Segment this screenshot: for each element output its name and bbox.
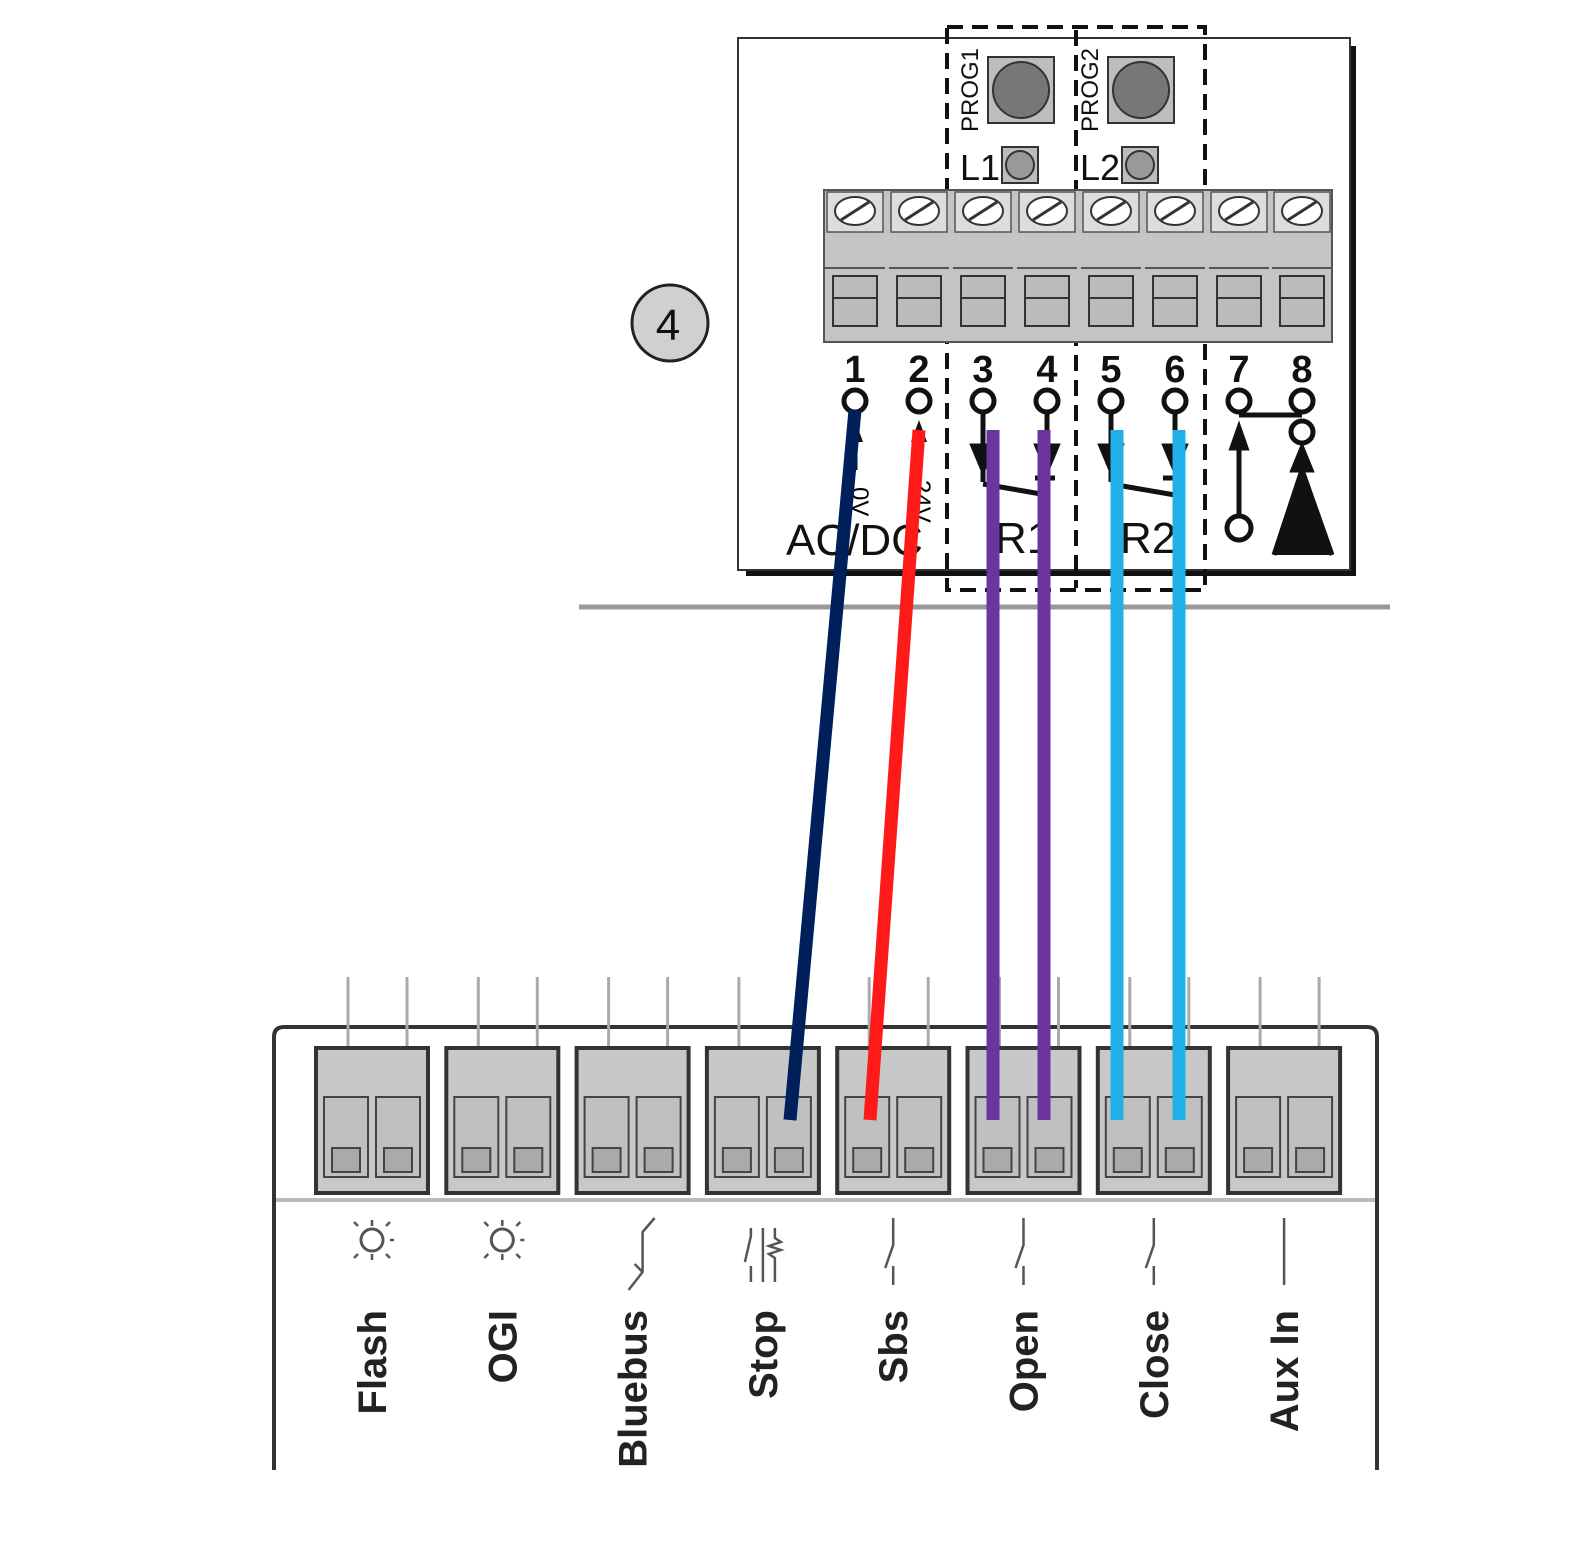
step-badge: 4 — [630, 283, 710, 363]
terminal-point — [841, 387, 869, 415]
lamp-icon — [353, 1220, 394, 1260]
prog2-button[interactable] — [1107, 56, 1175, 124]
input-label: Aux In — [1263, 1310, 1307, 1432]
svg-text:4: 4 — [656, 301, 680, 350]
input-label: Open — [1003, 1310, 1047, 1412]
terminal-6[interactable] — [1145, 191, 1205, 327]
switch-icon — [884, 1218, 895, 1285]
terminal-point — [1033, 387, 1061, 415]
terminal-point — [1161, 387, 1189, 415]
input-aux-in[interactable]: Aux In — [1226, 977, 1343, 1432]
terminal-number: 5 — [1100, 349, 1121, 391]
switch-icon — [1014, 1218, 1025, 1285]
input-open[interactable]: Open — [965, 977, 1082, 1412]
terminal-7[interactable] — [1209, 191, 1269, 327]
input-label: Close — [1133, 1310, 1177, 1419]
terminal-point — [1225, 387, 1253, 415]
input-close[interactable]: Close — [1095, 977, 1212, 1419]
input-ogi[interactable]: OGI — [444, 977, 561, 1383]
input-label: Bluebus — [612, 1310, 656, 1468]
terminal-point — [1288, 387, 1316, 415]
terminal-4[interactable] — [1017, 191, 1077, 327]
input-bluebus[interactable]: Bluebus — [574, 977, 691, 1468]
terminal-number: 1 — [844, 349, 865, 391]
supply-group-label: AC/DC — [786, 516, 923, 565]
bus-icon — [627, 1217, 656, 1291]
terminal-number: 2 — [908, 349, 929, 391]
wire-2-to-sbs — [863, 429, 926, 1121]
led-label: L2 — [1080, 147, 1120, 188]
terminal-point — [969, 387, 997, 415]
terminal-point — [1097, 387, 1125, 415]
wire-1-to-stop — [783, 409, 862, 1121]
led-label: L1 — [960, 147, 1000, 188]
input-label: Sbs — [872, 1310, 916, 1383]
terminal-1[interactable] — [825, 191, 885, 327]
terminal-5[interactable] — [1081, 191, 1141, 327]
control-unit: Flash OGI Bluebus Stop Sbs Open Close Aux In — [272, 977, 1379, 1470]
terminal-number: 7 — [1228, 349, 1249, 391]
terminal-point — [905, 387, 933, 415]
lamp-icon — [483, 1220, 525, 1260]
terminal-8[interactable] — [1272, 191, 1332, 327]
terminal-number: 6 — [1164, 349, 1185, 391]
prog1-button[interactable] — [987, 56, 1055, 124]
terminal-number: 3 — [972, 349, 993, 391]
switch-icon — [1144, 1218, 1156, 1285]
terminal-3[interactable] — [953, 191, 1013, 327]
terminal-2[interactable] — [889, 191, 949, 327]
prog-label: PROG2 — [1077, 48, 1104, 132]
terminal-number: 4 — [1036, 349, 1057, 391]
input-flash[interactable]: Flash — [314, 977, 430, 1414]
stop-contact-icon — [743, 1228, 785, 1282]
input-label: Stop — [742, 1310, 786, 1399]
input-label: OGI — [481, 1310, 525, 1383]
terminal-number: 8 — [1291, 349, 1312, 391]
input-label: Flash — [351, 1310, 395, 1414]
prog-label: PROG1 — [957, 48, 984, 132]
input-sbs[interactable]: Sbs — [835, 977, 952, 1383]
relay-r2-label: R2 — [1120, 514, 1176, 563]
